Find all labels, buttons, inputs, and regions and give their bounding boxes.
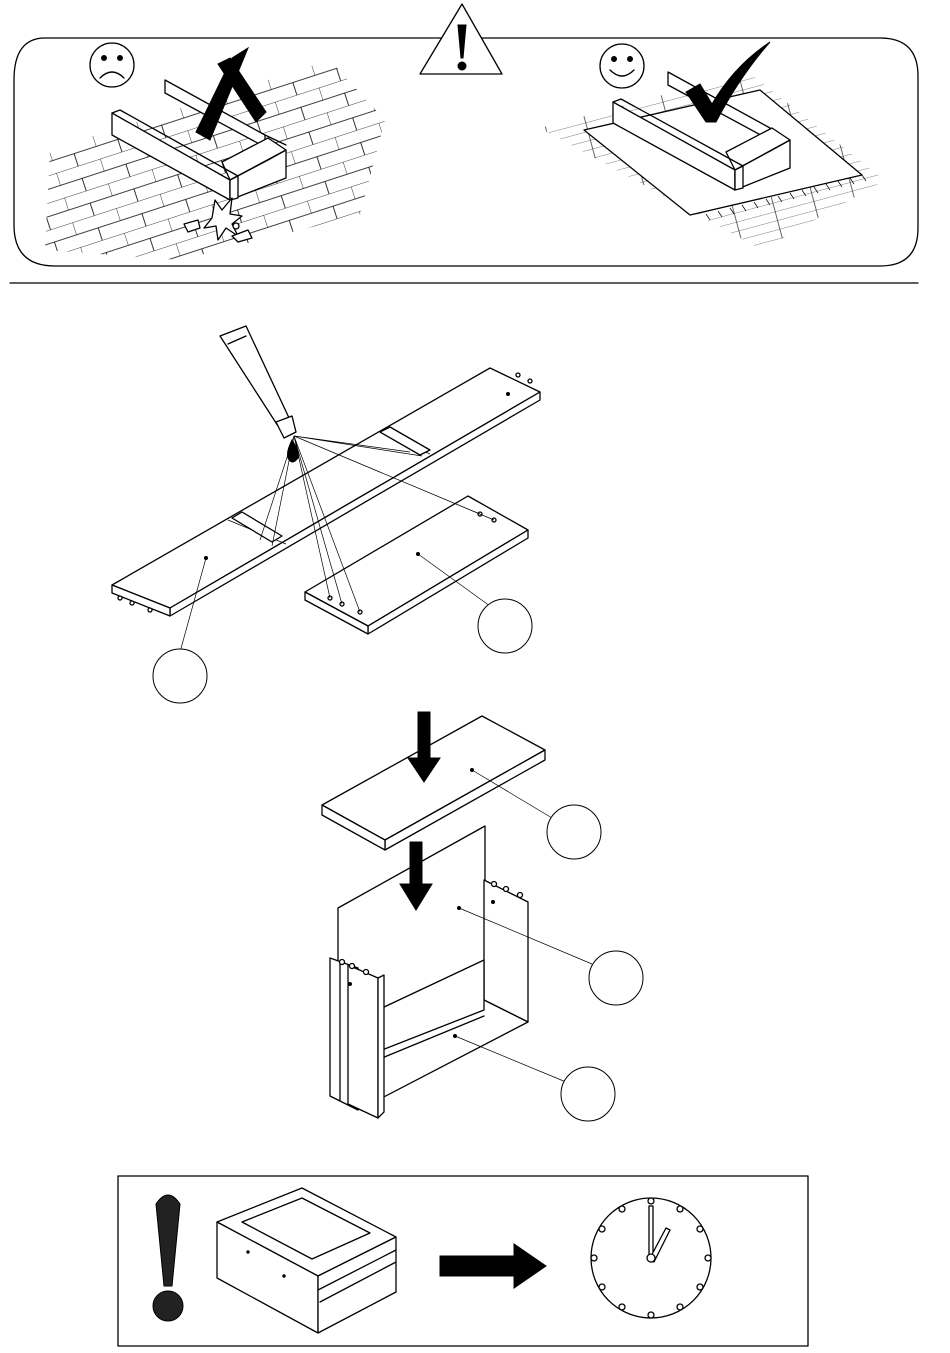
glue-tube-icon — [220, 326, 296, 438]
top-panel — [322, 716, 545, 850]
warning-triangle-icon — [420, 4, 502, 74]
sad-face-icon — [90, 43, 134, 87]
carpet-floor — [520, 40, 920, 270]
callout-bottom-panel — [478, 599, 532, 653]
happy-face-icon — [600, 44, 644, 88]
right-arrow-icon — [440, 1244, 546, 1288]
brick-floor — [0, 40, 420, 270]
callout-back-panel — [589, 951, 643, 1005]
glue-step — [112, 326, 540, 703]
warning-panel — [0, 4, 920, 270]
exclamation-icon — [153, 1195, 183, 1321]
callout-frame — [561, 1067, 615, 1121]
assembly-step — [322, 712, 643, 1121]
callout-side-panels — [153, 649, 207, 703]
note-panel — [118, 1176, 808, 1346]
drawer-icon — [217, 1188, 396, 1333]
callout-top-panel — [547, 805, 601, 859]
clock-icon — [591, 1198, 711, 1318]
